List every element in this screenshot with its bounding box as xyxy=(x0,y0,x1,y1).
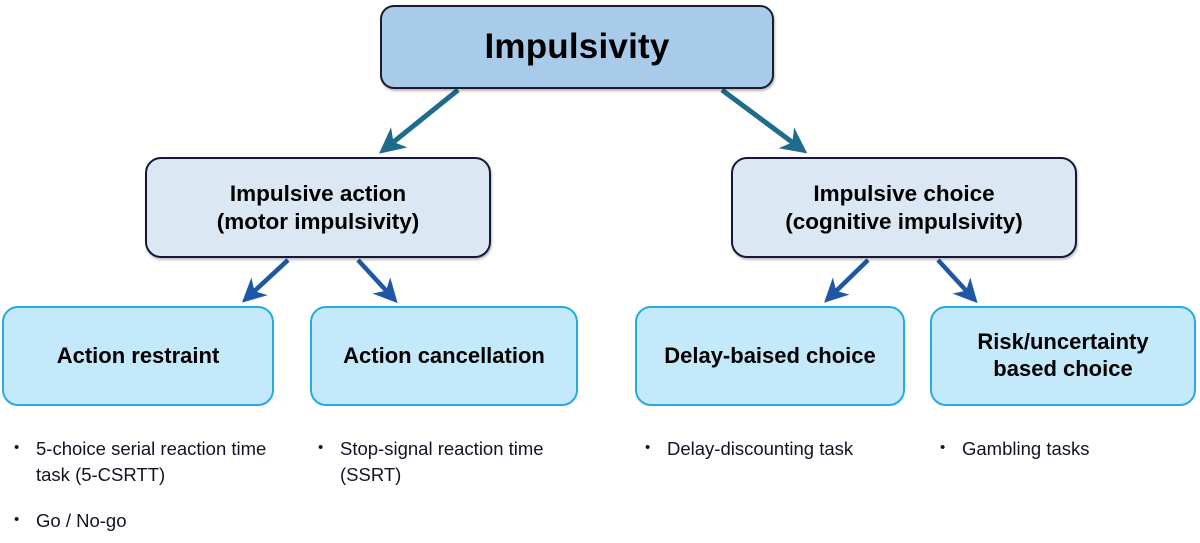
node-risk-uncertainty-choice-line1: Risk/uncertainty xyxy=(977,329,1149,355)
node-risk-uncertainty-choice-line2: based choice xyxy=(993,356,1133,381)
list-item-label: 5-choice serial reaction time task (5-CS… xyxy=(36,438,267,485)
bullet-list-action-restraint: • 5-choice serial reaction time task (5-… xyxy=(14,436,270,491)
node-impulsive-choice-line1: Impulsive choice xyxy=(813,181,995,207)
list-item-label: Gambling tasks xyxy=(962,438,1090,459)
node-impulsive-action-line1: Impulsive action xyxy=(229,181,407,207)
node-risk-uncertainty-choice[interactable]: Risk/uncertainty based choice xyxy=(930,306,1196,406)
node-impulsivity[interactable]: Impulsivity xyxy=(380,5,774,89)
list-item: • Delay-discounting task xyxy=(645,436,913,462)
bullet-icon: • xyxy=(14,511,20,528)
node-impulsive-action[interactable]: Impulsive action (motor impulsivity) xyxy=(145,157,491,258)
node-action-restraint[interactable]: Action restraint xyxy=(2,306,274,406)
arrow-root-to-impulsive-action xyxy=(378,88,460,154)
node-delay-based-choice[interactable]: Delay-baised choice xyxy=(635,306,905,406)
bullet-list-risk-uncertainty-choice: • Gambling tasks xyxy=(940,436,1190,466)
bullet-icon: • xyxy=(318,439,324,456)
list-item: • Gambling tasks xyxy=(940,436,1190,462)
list-item: • Stop-signal reaction time (SSRT) xyxy=(318,436,570,487)
list-item-label: Delay-discounting task xyxy=(667,438,854,459)
bullet-icon: • xyxy=(645,439,651,456)
node-impulsive-action-line2: (motor impulsivity) xyxy=(216,208,420,234)
arrow-choice-to-risk-uncertainty-choice xyxy=(936,258,978,304)
list-item: • Go / No-go xyxy=(14,508,270,534)
bullet-list-action-restraint-second: • Go / No-go xyxy=(14,508,270,538)
node-impulsive-choice[interactable]: Impulsive choice (cognitive impulsivity) xyxy=(731,157,1077,258)
node-action-restraint-label: Action restraint xyxy=(56,342,220,368)
bullet-list-action-cancellation: • Stop-signal reaction time (SSRT) xyxy=(318,436,570,491)
node-impulsive-action-label: Impulsive action (motor impulsivity) xyxy=(217,180,420,235)
node-risk-uncertainty-choice-label: Risk/uncertainty based choice xyxy=(977,329,1148,383)
bullet-icon: • xyxy=(940,439,946,456)
node-delay-based-choice-label: Delay-baised choice xyxy=(664,342,876,368)
node-action-cancellation[interactable]: Action cancellation xyxy=(310,306,578,406)
node-action-cancellation-label: Action cancellation xyxy=(343,342,545,368)
list-item-label: Go / No-go xyxy=(36,510,127,531)
arrow-root-to-impulsive-choice xyxy=(720,87,808,154)
node-impulsivity-label: Impulsivity xyxy=(484,26,670,66)
node-impulsive-choice-label: Impulsive choice (cognitive impulsivity) xyxy=(785,180,1023,235)
list-item-label: Stop-signal reaction time (SSRT) xyxy=(340,438,544,485)
list-item: • 5-choice serial reaction time task (5-… xyxy=(14,436,270,487)
arrow-action-to-action-cancellation xyxy=(356,258,398,304)
arrow-choice-to-delay-based-choice xyxy=(824,258,870,303)
bullet-icon: • xyxy=(14,439,20,456)
bullet-list-delay-based-choice: • Delay-discounting task xyxy=(645,436,913,466)
arrow-action-to-action-restraint xyxy=(241,258,290,303)
node-impulsive-choice-line2: (cognitive impulsivity) xyxy=(785,208,1023,234)
